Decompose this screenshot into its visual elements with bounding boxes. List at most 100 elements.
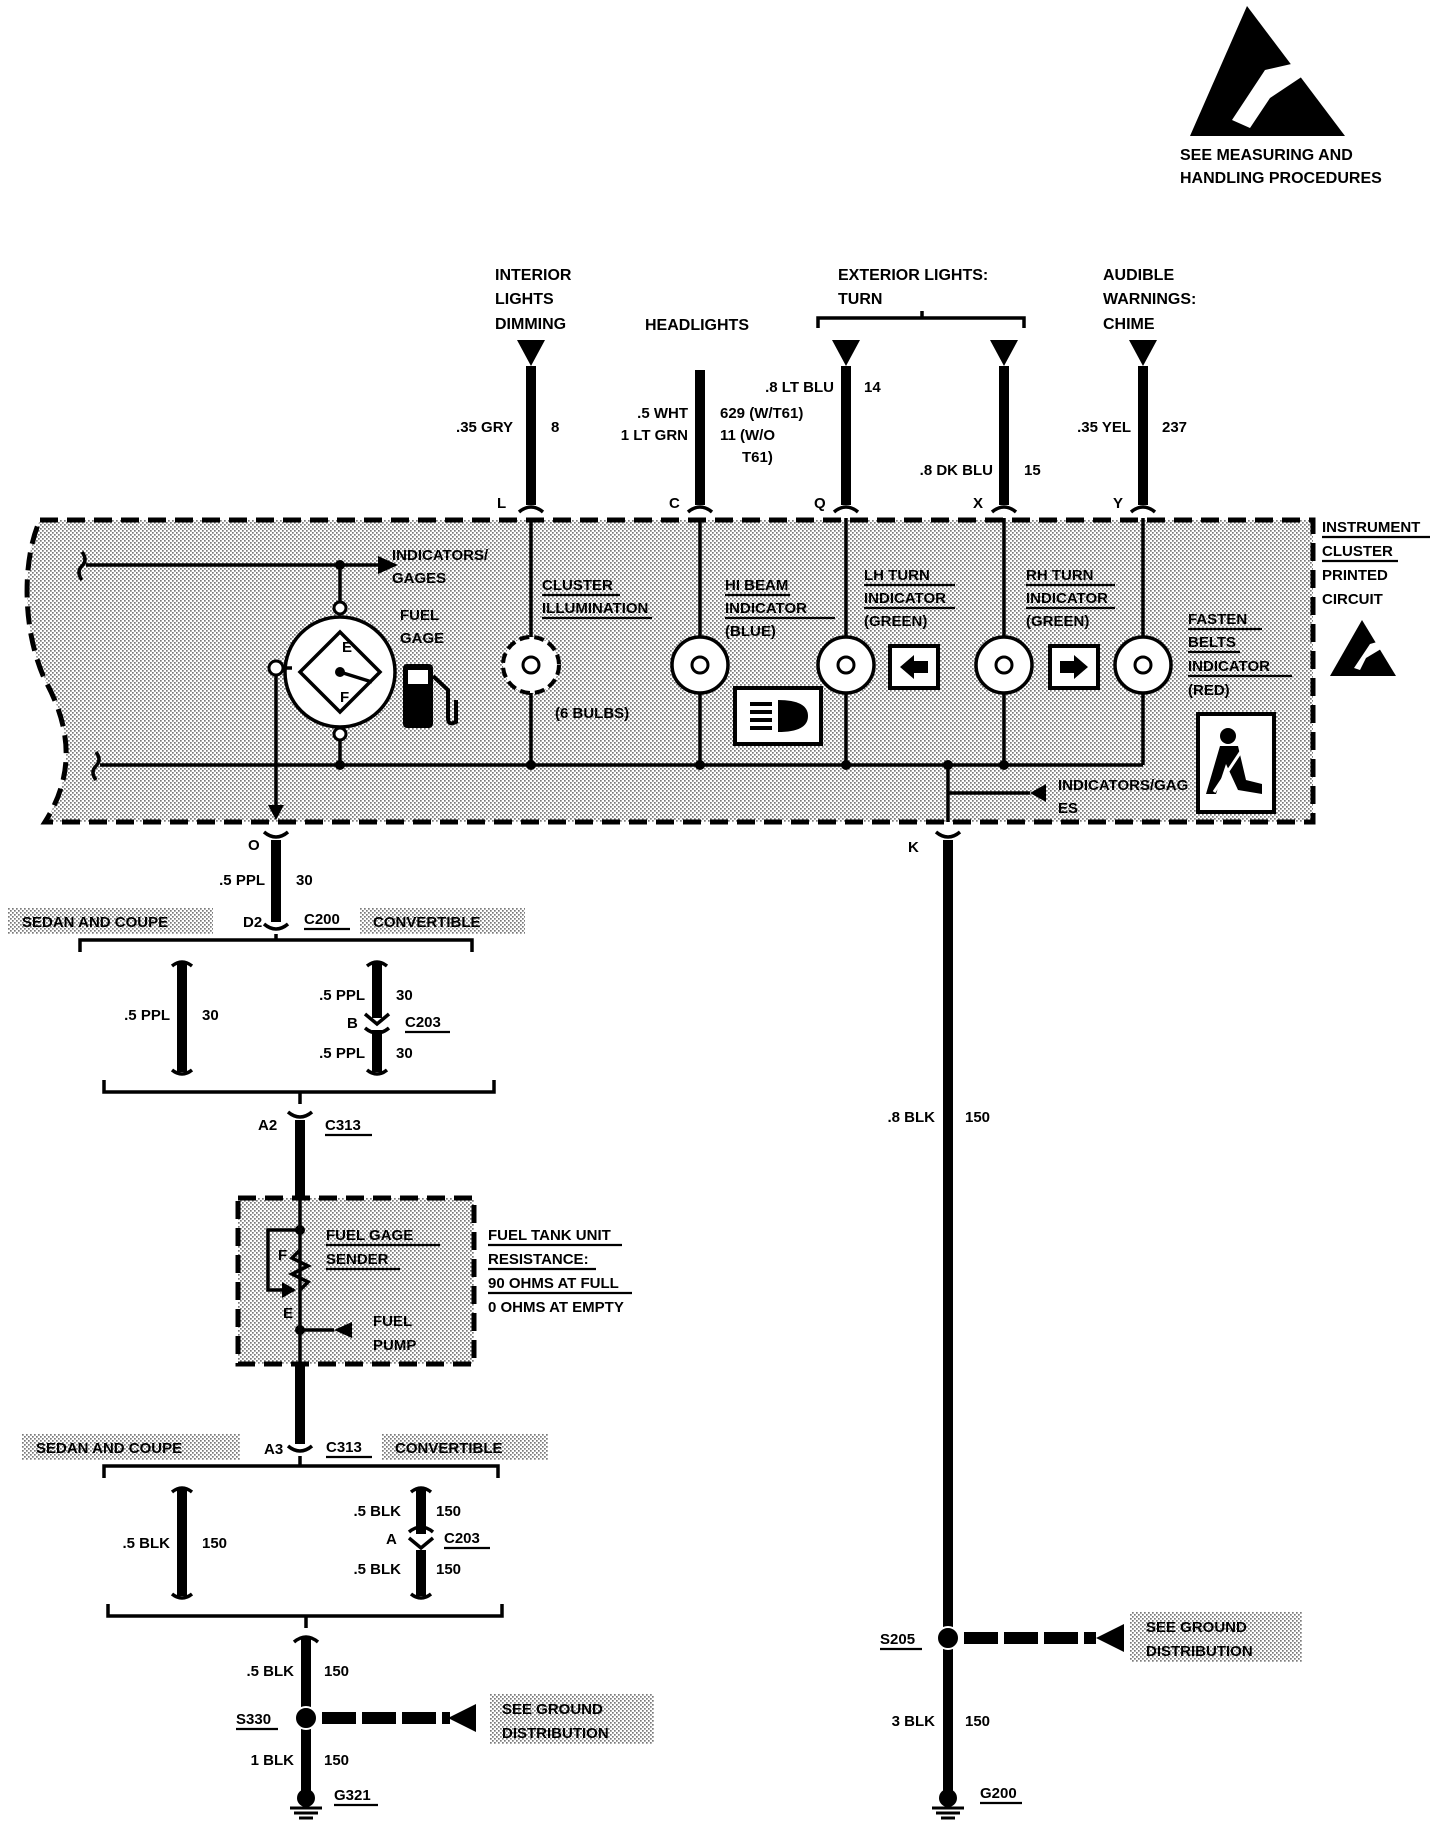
bulb-lh-turn <box>816 635 876 695</box>
fuel-tank-unit <box>235 1195 477 1367</box>
bulb-cluster-illumination <box>501 635 561 695</box>
wire-ppl-top-color: .5 PPL <box>219 872 265 889</box>
connector-c203-b: C203 <box>444 1530 480 1547</box>
wire-wht-color: .5 WHT <box>637 405 688 422</box>
fuel-gage-label: FUEL <box>400 607 439 624</box>
ground-distribution-right: SEE GROUND <box>1146 1619 1247 1636</box>
wire-ppl-c203-bot-circuit: 30 <box>396 1045 413 1062</box>
wire-ppl-c203-bot-color: .5 PPL <box>319 1045 365 1062</box>
connector-a2: A2 <box>258 1117 277 1134</box>
wire-blk-c203-bot-circuit: 150 <box>436 1561 461 1578</box>
splice-s330-label: S330 <box>236 1711 271 1728</box>
indicators-gages-label-2: GAGES <box>392 570 446 587</box>
pin-k: K <box>908 839 919 856</box>
wire-yel-circuit: 237 <box>1162 419 1187 436</box>
splice-s205 <box>936 1626 960 1650</box>
connector-a3: A3 <box>264 1441 283 1458</box>
fasten-belts-label-3: INDICATOR <box>1188 658 1270 675</box>
arrow-icon <box>378 556 398 574</box>
ground-g321: G321 <box>334 1787 371 1804</box>
exterior-lights-label-2: TURN <box>838 291 882 308</box>
right-branch: K .8 BLK 150 S205 SEE GROUND DISTRIBUTIO… <box>880 830 1302 1820</box>
wire-blk-s330-top-circuit: 150 <box>324 1663 349 1680</box>
wire-blk-left-color: .5 BLK <box>122 1535 170 1552</box>
ground-g321-icon <box>290 1789 322 1820</box>
audible-warnings-label-2: WARNINGS: <box>1103 291 1196 308</box>
wire-blk-c203-bot-color: .5 BLK <box>353 1561 401 1578</box>
fuel-gage-sender-label-2: SENDER <box>326 1251 389 1268</box>
hi-beam-label: HI BEAM <box>725 577 788 594</box>
wire-ppl-left-color: .5 PPL <box>124 1007 170 1024</box>
bulb-hi-beam <box>670 635 730 695</box>
tank-note-3: 90 OHMS AT FULL <box>488 1275 619 1292</box>
cluster-title-2: CLUSTER <box>1322 543 1393 560</box>
indicators-gages-label: INDICATORS/ <box>392 547 489 564</box>
cluster-title-4: CIRCUIT <box>1322 591 1383 608</box>
arrow-icon <box>334 1322 352 1338</box>
arrow-icon <box>832 340 860 366</box>
wire-ltgrn-color: 1 LT GRN <box>621 427 688 444</box>
fuel-gage-label-2: GAGE <box>400 630 444 647</box>
wire-dkblu-color: .8 DK BLU <box>920 462 993 479</box>
wire-ppl-top-circuit: 30 <box>296 872 313 889</box>
wire-gry-circuit: 8 <box>551 419 559 436</box>
convertible-label-2: CONVERTIBLE <box>395 1440 503 1457</box>
wire-dkblu-circuit: 15 <box>1024 462 1041 479</box>
wire-blk-main-color: .8 BLK <box>887 1109 935 1126</box>
wire-blk-s330-top-color: .5 BLK <box>246 1663 294 1680</box>
wire-ppl-c203-top-color: .5 PPL <box>319 987 365 1004</box>
sedan-coupe-label-1: SEDAN AND COUPE <box>22 914 168 931</box>
right-arrow-icon <box>1048 644 1100 690</box>
pin-q: Q <box>814 495 826 512</box>
interior-lights-label-2: LIGHTS <box>495 291 554 308</box>
cluster-illumination-label: CLUSTER <box>542 577 613 594</box>
interior-lights-label: INTERIOR <box>495 267 572 284</box>
connector-c200: C200 <box>304 911 340 928</box>
wire-ltblu-color: .8 LT BLU <box>765 379 834 396</box>
wire-blk-left-circuit: 150 <box>202 1535 227 1552</box>
ground-distribution-left: SEE GROUND <box>502 1701 603 1718</box>
ground-distribution-left-2: DISTRIBUTION <box>502 1725 609 1742</box>
wire-ppl-left-circuit: 30 <box>202 1007 219 1024</box>
splice-s205-label: S205 <box>880 1631 915 1648</box>
bulbs-count: (6 BULBS) <box>555 705 629 722</box>
fasten-belts-label-4: (RED) <box>1188 682 1230 699</box>
pin-x: X <box>973 495 983 512</box>
pin-y: Y <box>1113 495 1123 512</box>
cluster-illumination-label-2: ILLUMINATION <box>542 600 648 617</box>
seatbelt-icon <box>1196 712 1276 814</box>
wire-ppl-c203-top-circuit: 30 <box>396 987 413 1004</box>
esd-warning-icon-small <box>1330 620 1396 676</box>
lh-turn-label: LH TURN <box>864 567 930 584</box>
left-branch: O .5 PPL 30 SEDAN AND COUPE CONVERTIBLE … <box>8 830 654 1820</box>
splice-s330 <box>294 1706 318 1730</box>
fuel-gage-f: F <box>340 689 349 706</box>
fuel-gage-e: E <box>342 639 352 656</box>
fuel-gage-sender-label: FUEL GAGE <box>326 1227 413 1244</box>
bulb-rh-turn <box>974 635 1034 695</box>
wire-blk-c203-top-circuit: 150 <box>436 1503 461 1520</box>
connector-c313-a: C313 <box>325 1117 361 1134</box>
headlights-label: HEADLIGHTS <box>645 317 749 334</box>
arrow-icon <box>517 340 545 366</box>
exterior-lights-label: EXTERIOR LIGHTS: <box>838 267 988 284</box>
rh-turn-label-3: (GREEN) <box>1026 613 1089 630</box>
arrow-icon <box>282 1282 296 1298</box>
indicators-gages-bottom-label-2: ES <box>1058 800 1078 817</box>
connector-d2: D2 <box>243 914 262 931</box>
connector-a: A <box>386 1531 397 1548</box>
tank-note-4: 0 OHMS AT EMPTY <box>488 1299 624 1316</box>
convertible-label-1: CONVERTIBLE <box>373 914 481 931</box>
wire-ltblu-circuit: 14 <box>864 379 881 396</box>
source-arrows <box>517 340 1157 366</box>
instrument-cluster: INDICATORS/ GAGES E F FUEL GAGE CLUSTER <box>24 505 1430 825</box>
ground-distribution-right-2: DISTRIBUTION <box>1146 1643 1253 1660</box>
sedan-coupe-label-2: SEDAN AND COUPE <box>36 1440 182 1457</box>
cluster-outline <box>24 517 1316 825</box>
headlamp-icon <box>733 686 823 746</box>
sender-e: E <box>283 1305 293 1322</box>
wire-yel-color: .35 YEL <box>1077 419 1131 436</box>
left-arrow-icon <box>888 644 940 690</box>
fasten-belts-label-2: BELTS <box>1188 634 1236 651</box>
